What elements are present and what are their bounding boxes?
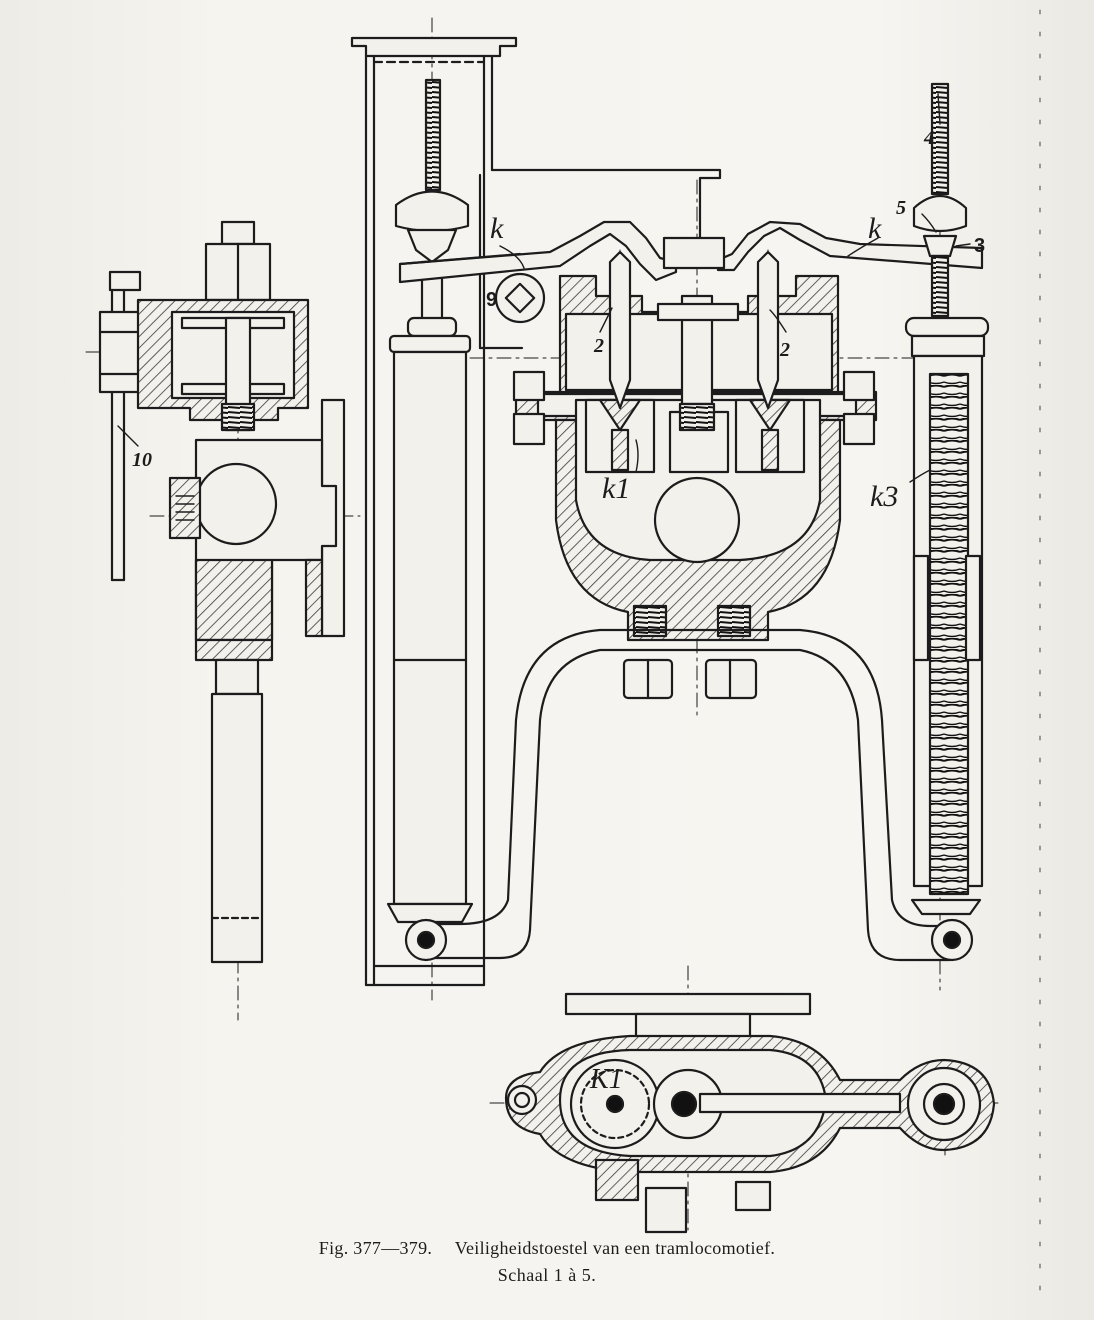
- label-5: 5: [896, 197, 906, 219]
- figure-title: Veiligheidstoestel van een tramlocomotie…: [454, 1238, 776, 1258]
- figure-number: Fig. 377—379.: [318, 1238, 433, 1258]
- label-4: 4: [924, 127, 934, 149]
- label-k-left: k: [490, 212, 504, 245]
- label-k1-main: k1: [602, 472, 631, 505]
- label-2-left: 2: [594, 335, 604, 357]
- figure-caption: Fig. 377—379. Veiligheidstoestel van een…: [0, 1238, 1094, 1286]
- spring-assembly: [904, 82, 990, 916]
- label-k-right: k: [868, 212, 882, 245]
- label-2-right: 2: [780, 339, 790, 361]
- label-k1-plan: K1: [590, 1064, 623, 1095]
- leader-lines: [117, 93, 971, 483]
- left-side-view: [98, 220, 346, 964]
- tall-tube: [350, 36, 722, 987]
- plan-view: [504, 992, 996, 1234]
- label-3: 3: [974, 235, 986, 257]
- label-10: 10: [132, 449, 152, 471]
- label-9: 9: [486, 289, 498, 311]
- left-rod-assembly: [386, 78, 474, 924]
- levers-k: [398, 220, 984, 324]
- valve-body: [512, 250, 878, 700]
- label-k3: k3: [870, 480, 899, 513]
- u-bar: [404, 628, 974, 962]
- figure-scale: Schaal 1 à 5.: [497, 1265, 597, 1285]
